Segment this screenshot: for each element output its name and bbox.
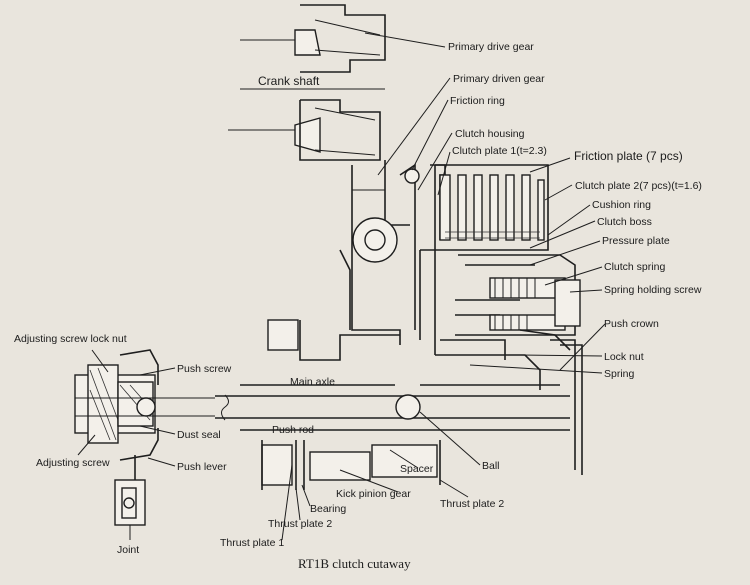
part-labels: Primary drive gear Crank shaft Primary d… (14, 41, 702, 556)
figure-caption: RT1B clutch cutaway (298, 556, 411, 571)
label-clutch-plate-1: Clutch plate 1(t=2.3) (452, 145, 547, 157)
label-push-screw: Push screw (177, 363, 232, 375)
label-primary-drive-gear: Primary drive gear (448, 41, 534, 53)
label-lock-nut: Lock nut (604, 351, 644, 363)
lower-gears (261, 319, 441, 490)
label-friction-plate: Friction plate (7 pcs) (574, 149, 683, 163)
label-adjusting-screw-lock-nut: Adjusting screw lock nut (14, 333, 127, 345)
label-spring-holding-screw: Spring holding screw (604, 284, 702, 296)
label-push-crown: Push crown (604, 318, 659, 330)
label-pressure-plate: Pressure plate (602, 235, 670, 247)
mechanical-drawing (74, 4, 583, 526)
main-axle (160, 384, 570, 431)
label-main-axle: Main axle (290, 376, 335, 388)
label-dust-seal: Dust seal (177, 429, 221, 441)
label-kick-pinion-gear: Kick pinion gear (336, 488, 411, 500)
clutch-springs (489, 277, 581, 331)
crank-shaft (228, 29, 385, 153)
label-adjusting-screw: Adjusting screw (36, 457, 110, 469)
label-thrust-plate-2-right: Thrust plate 2 (440, 498, 504, 510)
label-bearing: Bearing (310, 503, 346, 515)
label-thrust-plate-1: Thrust plate 1 (220, 537, 284, 549)
label-crank-shaft: Crank shaft (258, 74, 320, 88)
label-joint: Joint (117, 544, 139, 556)
label-ball: Ball (482, 460, 500, 472)
push-screw-assembly (74, 349, 160, 526)
leader-lines (77, 32, 606, 541)
label-clutch-plate-2: Clutch plate 2(7 pcs)(t=1.6) (575, 180, 702, 192)
label-push-lever: Push lever (177, 461, 227, 473)
clutch-pack (419, 164, 576, 340)
label-spring: Spring (604, 368, 635, 380)
primary-driven-gear-body (339, 160, 436, 355)
label-thrust-plate-2-left: Thrust plate 2 (268, 518, 332, 530)
label-clutch-boss: Clutch boss (597, 216, 652, 228)
label-push-rod: Push rod (272, 424, 314, 436)
primary-drive-gear (299, 4, 386, 161)
label-primary-driven-gear: Primary driven gear (453, 73, 545, 85)
label-friction-ring: Friction ring (450, 95, 505, 107)
label-clutch-spring: Clutch spring (604, 261, 665, 273)
label-clutch-housing: Clutch housing (455, 128, 525, 140)
push-crown-housing (435, 329, 583, 475)
section-break (221, 394, 229, 421)
label-spacer: Spacer (400, 463, 434, 475)
label-cushion-ring: Cushion ring (592, 199, 651, 211)
